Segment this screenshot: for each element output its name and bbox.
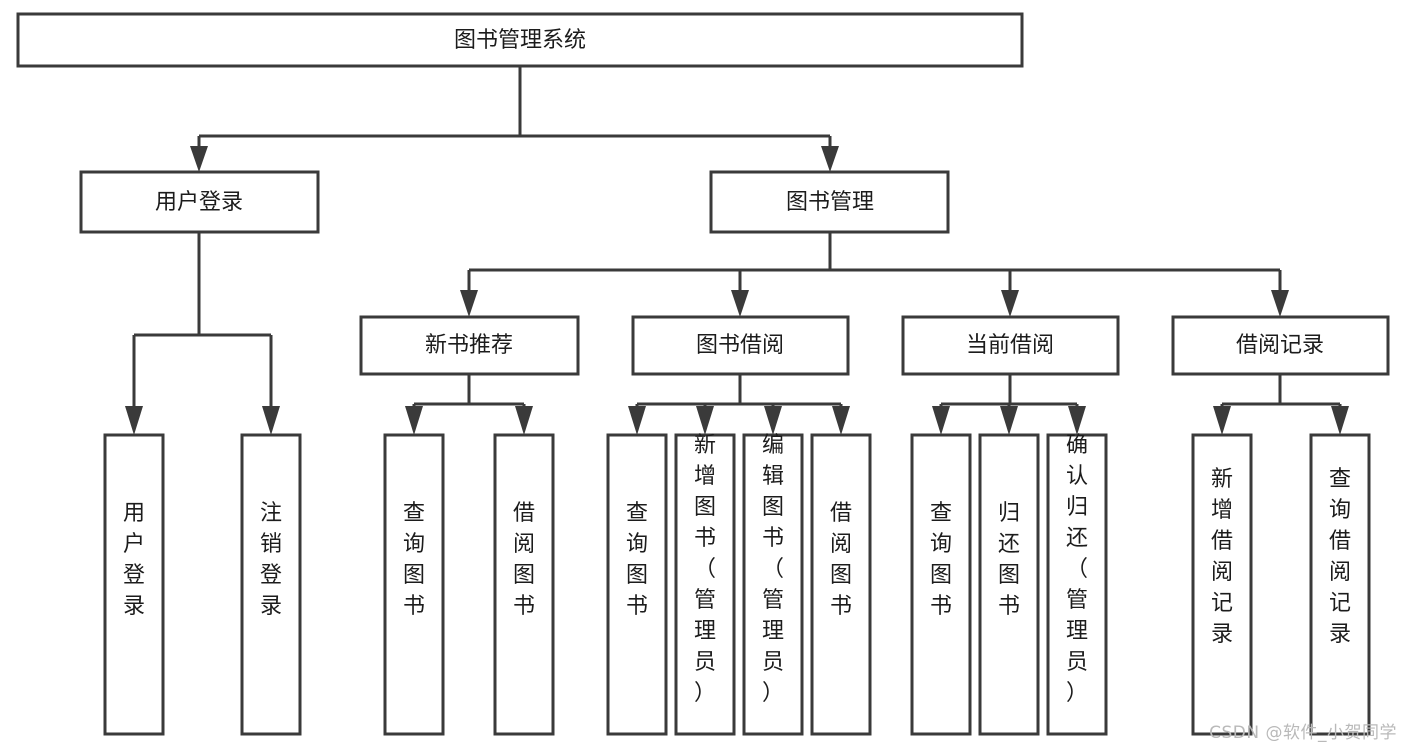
leaf-book-borrow-4-box	[810, 433, 872, 736]
node-new-book-recommend-box	[359, 315, 580, 376]
arrow-to-borrowrecord	[1271, 290, 1289, 317]
arrow-user-login-leaf1	[125, 406, 143, 435]
arrow-bookborrow-leaf2	[696, 406, 714, 435]
leaf-book-borrow-3-label: 编辑图书（管理员）	[762, 433, 784, 706]
node-root-label: 图书管理系统	[454, 28, 586, 53]
leaf-new-book-1[interactable]: 查询图书	[383, 433, 445, 736]
leaf-user-login-1[interactable]: 用户登录	[103, 433, 165, 736]
leaf-book-borrow-2-box	[674, 433, 736, 736]
leaf-current-borrow-3[interactable]: 确认归还（管理员）	[1046, 433, 1108, 736]
csdn-watermark: CSDN @软件_小贺同学	[1209, 723, 1397, 743]
node-current-borrow[interactable]: 当前借阅	[901, 315, 1120, 376]
leaf-book-borrow-3-box	[742, 433, 804, 736]
leaf-current-borrow-1-label: 查询图书	[930, 501, 952, 619]
node-user-login-label: 用户登录	[155, 190, 243, 215]
leaf-user-login-2[interactable]: 注销登录	[240, 433, 302, 736]
leaf-borrow-record-1-box	[1191, 433, 1253, 736]
arrow-bookborrow-leaf3	[764, 406, 782, 435]
arrow-to-newbook	[460, 290, 478, 317]
node-current-borrow-label: 当前借阅	[966, 333, 1054, 358]
leaf-user-login-2-label: 注销登录	[260, 501, 282, 619]
arrow-newbook-leaf1	[405, 406, 423, 435]
arrow-bookborrow-leaf4	[832, 406, 850, 435]
leaf-current-borrow-2[interactable]: 归还图书	[978, 433, 1040, 736]
leaf-borrow-record-2[interactable]: 查询借阅记录	[1309, 433, 1371, 736]
arrow-borrowrecord-leaf1	[1213, 406, 1231, 435]
node-new-book-recommend[interactable]: 新书推荐	[359, 315, 580, 376]
node-root-box	[16, 12, 1024, 68]
arrow-to-user-login	[190, 146, 208, 172]
leaf-book-borrow-1-label: 查询图书	[626, 501, 648, 619]
leaf-new-book-1-label: 查询图书	[403, 501, 425, 619]
leaf-book-borrow-3[interactable]: 编辑图书（管理员）	[742, 433, 804, 736]
leaf-new-book-2-label: 借阅图书	[513, 501, 535, 619]
leaf-borrow-record-2-label: 查询借阅记录	[1329, 467, 1351, 647]
node-book-manage[interactable]: 图书管理	[709, 170, 950, 234]
node-borrow-record-label: 借阅记录	[1236, 333, 1324, 358]
leaf-current-borrow-3-label: 确认归还（管理员）	[1066, 433, 1088, 706]
leaf-book-borrow-1[interactable]: 查询图书	[606, 433, 668, 736]
node-borrow-record[interactable]: 借阅记录	[1171, 315, 1390, 376]
leaf-borrow-record-1-label: 新增借阅记录	[1211, 467, 1233, 647]
arrow-to-book-manage	[821, 146, 839, 172]
arrow-currentborrow-leaf3	[1068, 406, 1086, 435]
leaf-borrow-record-1[interactable]: 新增借阅记录	[1191, 433, 1253, 736]
leaf-book-borrow-2[interactable]: 新增图书（管理员）	[674, 433, 736, 736]
node-book-manage-box	[709, 170, 950, 234]
leaf-current-borrow-1-box	[910, 433, 972, 736]
node-book-borrow[interactable]: 图书借阅	[631, 315, 850, 376]
arrow-newbook-leaf2	[515, 406, 533, 435]
connector-layer	[125, 66, 1349, 435]
leaf-book-borrow-4-label: 借阅图书	[830, 501, 852, 619]
arrow-to-bookborrow	[731, 290, 749, 317]
leaf-new-book-2[interactable]: 借阅图书	[493, 433, 555, 736]
leaf-user-login-1-label: 用户登录	[123, 501, 145, 619]
node-new-book-recommend-label: 新书推荐	[425, 333, 513, 358]
node-book-borrow-box	[631, 315, 850, 376]
arrow-bookborrow-leaf1	[628, 406, 646, 435]
leaf-user-login-2-box	[240, 433, 302, 736]
leaf-book-borrow-4[interactable]: 借阅图书	[810, 433, 872, 736]
leaf-current-borrow-2-box	[978, 433, 1040, 736]
arrow-borrowrecord-leaf2	[1331, 406, 1349, 435]
leaf-current-borrow-1[interactable]: 查询图书	[910, 433, 972, 736]
arrow-currentborrow-leaf2	[1000, 406, 1018, 435]
leaf-user-login-1-box	[103, 433, 165, 736]
node-current-borrow-box	[901, 315, 1120, 376]
leaf-current-borrow-3-box	[1046, 433, 1108, 736]
node-root-system[interactable]: 图书管理系统	[16, 12, 1024, 68]
leaf-new-book-1-box	[383, 433, 445, 736]
leaf-borrow-record-2-box	[1309, 433, 1371, 736]
node-user-login[interactable]: 用户登录	[79, 170, 320, 234]
leaf-new-book-2-box	[493, 433, 555, 736]
arrow-to-currentborrow	[1001, 290, 1019, 317]
arrow-user-login-leaf2	[262, 406, 280, 435]
node-borrow-record-box	[1171, 315, 1390, 376]
node-book-borrow-label: 图书借阅	[696, 333, 784, 358]
leaf-book-borrow-2-label: 新增图书（管理员）	[694, 433, 716, 706]
leaf-book-borrow-1-box	[606, 433, 668, 736]
node-user-login-box	[79, 170, 320, 234]
leaf-current-borrow-2-label: 归还图书	[998, 501, 1020, 619]
node-book-manage-label: 图书管理	[786, 190, 874, 215]
arrow-currentborrow-leaf1	[932, 406, 950, 435]
